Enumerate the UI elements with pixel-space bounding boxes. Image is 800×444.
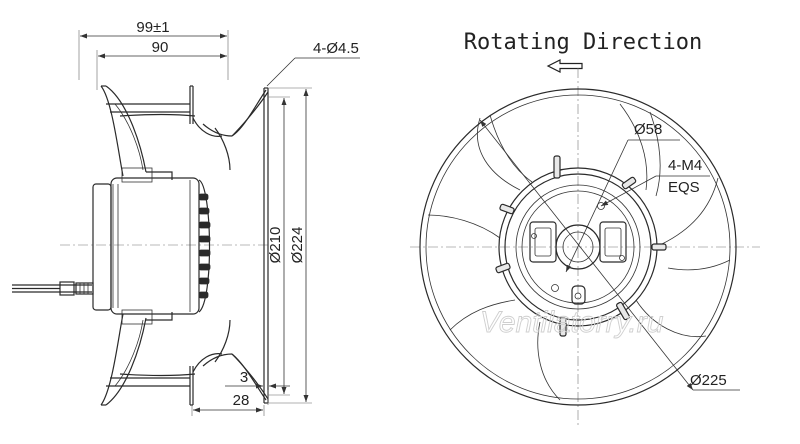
- dimension-inlet-depth: 28: [191, 392, 263, 416]
- flange-diameter-label: Ø224: [289, 227, 306, 264]
- impeller-diameter-label: Ø225: [690, 372, 727, 389]
- length-label: 90: [152, 39, 169, 56]
- overall-length-label: 99±1: [136, 19, 169, 36]
- bore-diameter-label: Ø210: [267, 227, 284, 264]
- rotating-direction-title: Rotating Direction: [464, 30, 702, 55]
- cooling-fins: [198, 193, 211, 299]
- flange-thickness-label: 3: [240, 369, 248, 386]
- dimension-flange: Ø224: [268, 87, 312, 404]
- dimension-length: 90: [96, 39, 227, 90]
- rotation-arrow-icon: [546, 59, 583, 73]
- front-view: Rotating Direction: [410, 30, 760, 425]
- inlet-flange: [231, 87, 269, 404]
- impeller-diameter-callout: Ø225: [479, 119, 740, 391]
- upper-blade: [100, 85, 267, 177]
- dimension-overall-length: 99±1: [78, 19, 229, 80]
- lower-blade: [100, 313, 267, 406]
- thread-label: 4-M4: [668, 157, 702, 174]
- side-view: 99±1 90 4-Ø4.5: [12, 19, 360, 416]
- dimension-bore: Ø210: [267, 96, 290, 396]
- holes-callout: 4-Ø4.5: [266, 40, 360, 87]
- power-cable: [12, 281, 94, 296]
- connector-knob: [571, 285, 586, 305]
- holes-label: 4-Ø4.5: [313, 40, 359, 57]
- outer-ring: [419, 88, 737, 406]
- motor-body: [92, 167, 211, 325]
- thread-note-label: EQS: [668, 179, 700, 196]
- watermark-logo: Ventilatorry.ru: [480, 306, 664, 339]
- inlet-depth-label: 28: [233, 392, 250, 409]
- hub-diameter-label: Ø58: [634, 121, 662, 138]
- dimension-flange-thickness: 3: [225, 369, 290, 416]
